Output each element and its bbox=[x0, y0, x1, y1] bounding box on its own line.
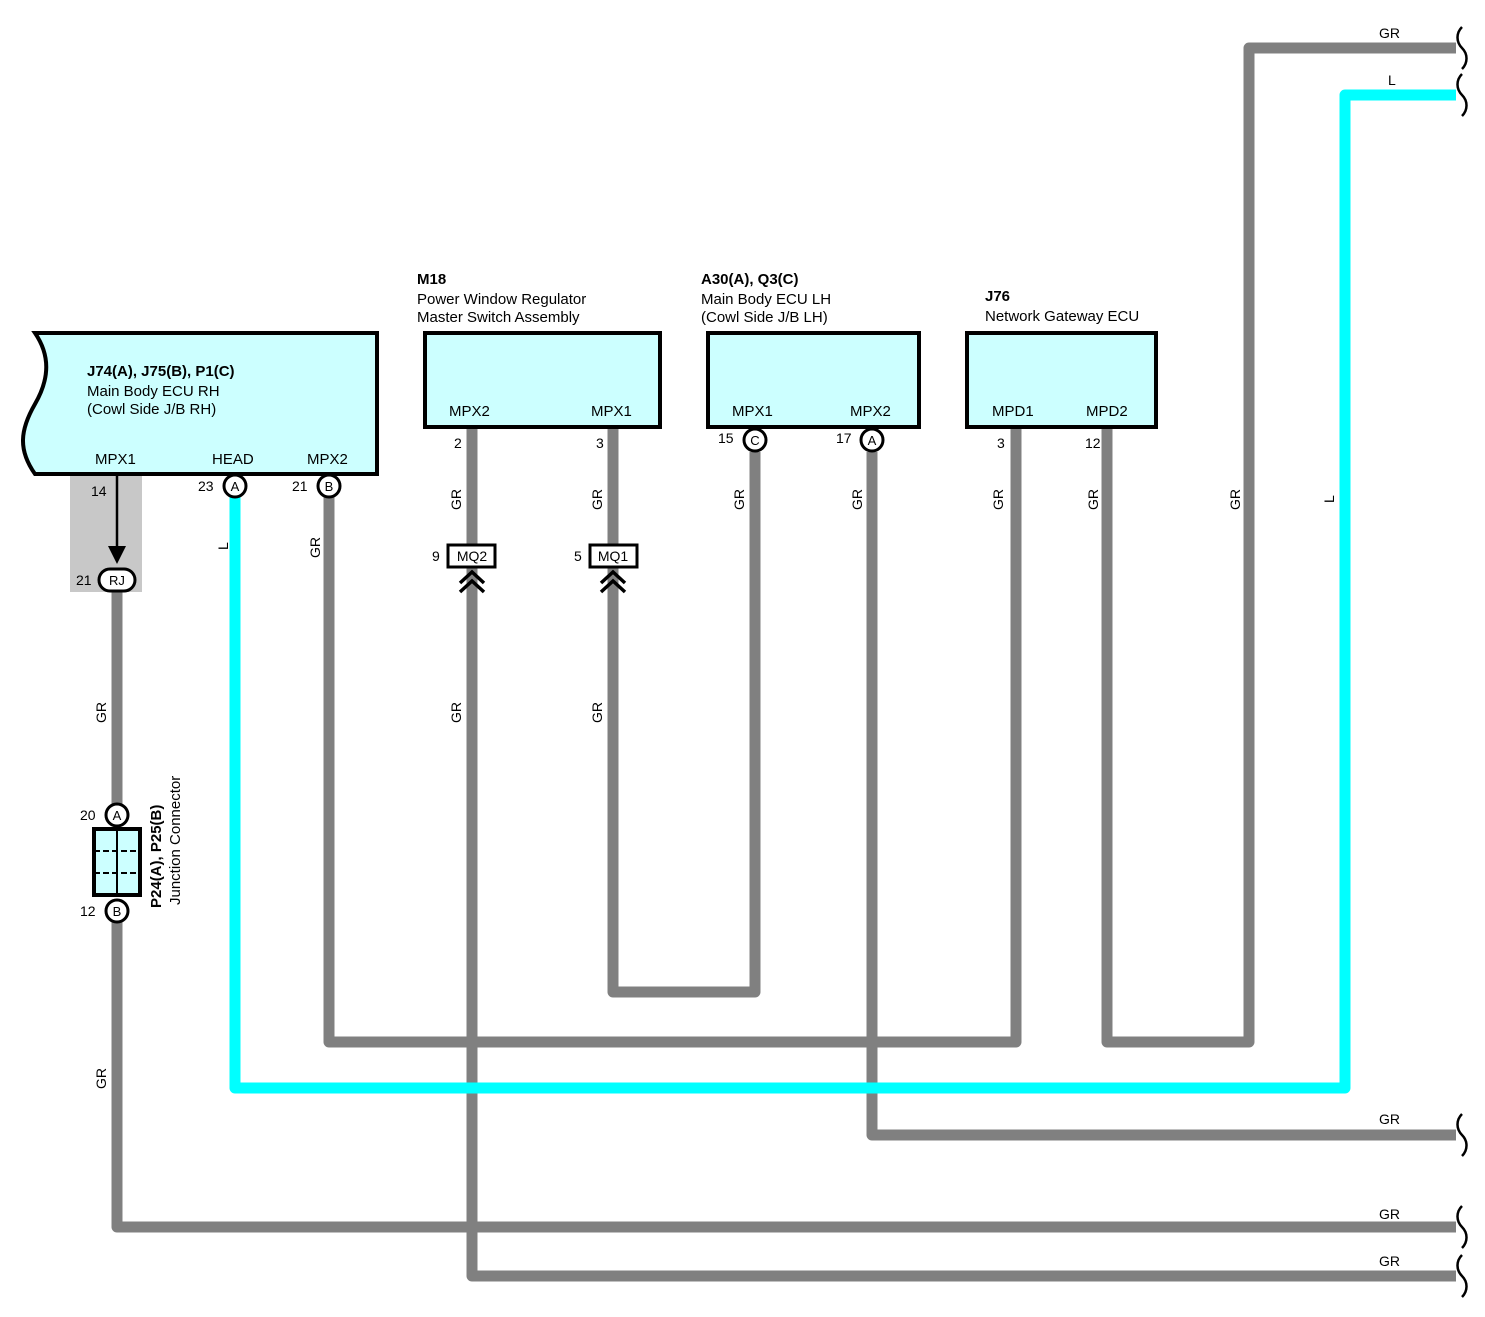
wire-label: L bbox=[215, 542, 231, 550]
connector-lh-mpx2[interactable] bbox=[859, 427, 885, 453]
break-icon bbox=[1456, 1113, 1468, 1157]
wire-j76-mpd2-to-top-gr[interactable] bbox=[1101, 42, 1456, 1048]
pin-label-lh-mpx2: MPX2 bbox=[850, 403, 891, 420]
component-subname-ecu-rh: (Cowl Side J/B RH) bbox=[87, 401, 216, 418]
component-name-j76: Network Gateway ECU bbox=[985, 308, 1139, 325]
connector-letter-lh-mpx2: A bbox=[868, 433, 877, 448]
component-id-ecu-rh: J74(A), J75(B), P1(C) bbox=[87, 363, 235, 380]
wire-break-marks bbox=[1456, 26, 1468, 1298]
component-name-m18: Power Window Regulator bbox=[417, 291, 586, 308]
right-edge-labels: GR L GR GR GR bbox=[1379, 25, 1400, 1269]
connector-rh-mpx2[interactable] bbox=[316, 473, 342, 499]
wire-label: GR bbox=[1379, 1253, 1400, 1269]
inline-connector-mq2[interactable] bbox=[446, 543, 497, 569]
connector-letter-rh-head: A bbox=[231, 479, 240, 494]
wire-rh-head-l[interactable] bbox=[229, 89, 1456, 1094]
pin-number-rh-head: 23 bbox=[198, 478, 214, 494]
break-icon bbox=[1456, 1254, 1468, 1298]
connector-letter-rh-mpx2: B bbox=[325, 479, 334, 494]
pin-number-m18-mpx1: 3 bbox=[596, 435, 604, 451]
connector-rj[interactable] bbox=[97, 567, 137, 593]
inline-connector-label-mq1: MQ1 bbox=[598, 548, 629, 564]
wire-label: GR bbox=[93, 1068, 109, 1089]
connector-letter-jc-b: B bbox=[113, 904, 122, 919]
wire-label: GR bbox=[990, 489, 1006, 510]
pin-number-rh-mpx1: 14 bbox=[91, 483, 107, 499]
wire-label: GR bbox=[1085, 489, 1101, 510]
component-id-ecu-lh: A30(A), Q3(C) bbox=[701, 271, 799, 288]
break-icon bbox=[1456, 26, 1468, 70]
pin-label-m18-mpx2: MPX2 bbox=[449, 403, 490, 420]
wire-m18-mpx1-to-lh-mpx1[interactable] bbox=[607, 428, 761, 998]
connector-letter-lh-mpx1: C bbox=[750, 433, 759, 448]
connector-jc-b[interactable] bbox=[104, 898, 130, 924]
wire-label: L bbox=[1388, 72, 1396, 88]
wire-label: GR bbox=[589, 702, 605, 723]
wires bbox=[108, 42, 1456, 1282]
wire-rh-mpx2-to-j76-mpd1[interactable] bbox=[323, 428, 1022, 1048]
pin-label-rh-mpx2: MPX2 bbox=[307, 451, 348, 468]
component-id-j76: J76 bbox=[985, 288, 1010, 305]
wire-junction-to-bottom-gr[interactable] bbox=[111, 922, 1456, 1233]
connector-lh-mpx1[interactable] bbox=[742, 427, 768, 453]
component-box-ecu-lh[interactable] bbox=[706, 331, 921, 429]
pin-label-rh-head: HEAD bbox=[212, 451, 254, 468]
pin-number-j76-mpd1: 3 bbox=[997, 435, 1005, 451]
pin-number-j76-mpd2: 12 bbox=[1085, 435, 1101, 451]
component-box-j76[interactable] bbox=[965, 331, 1158, 429]
wire-label: GR bbox=[1227, 489, 1243, 510]
component-subname-m18: Master Switch Assembly bbox=[417, 309, 580, 326]
component-id-m18: M18 bbox=[417, 271, 446, 288]
junction-name: Junction Connector bbox=[167, 776, 184, 905]
pin-number-lh-mpx2: 17 bbox=[836, 430, 852, 446]
wire-label: GR bbox=[307, 537, 323, 558]
inline-connector-mq1[interactable] bbox=[588, 543, 639, 569]
component-name-ecu-lh: Main Body ECU LH bbox=[701, 291, 831, 308]
wire-label: GR bbox=[93, 702, 109, 723]
arrow-head-rj bbox=[108, 546, 126, 564]
pin-number-m18-mpx2: 2 bbox=[454, 435, 462, 451]
wire-label: GR bbox=[448, 702, 464, 723]
pin-number-jc-a: 20 bbox=[80, 807, 96, 823]
pin-number-mq2: 9 bbox=[432, 548, 440, 564]
pin-number-mq1: 5 bbox=[574, 548, 582, 564]
component-subname-ecu-lh: (Cowl Side J/B LH) bbox=[701, 309, 828, 326]
wire-m18-mpx2-to-bottom-gr[interactable] bbox=[466, 428, 1456, 1282]
wire-label: GR bbox=[1379, 1206, 1400, 1222]
wire-label: L bbox=[1321, 495, 1337, 503]
pin-number-rj: 21 bbox=[76, 572, 92, 588]
wire-label: GR bbox=[589, 489, 605, 510]
connector-jc-a[interactable] bbox=[104, 802, 130, 828]
component-name-ecu-rh: Main Body ECU RH bbox=[87, 383, 220, 400]
connector-letter-rj: RJ bbox=[109, 573, 125, 588]
wire-label: GR bbox=[448, 489, 464, 510]
inline-connector-label-mq2: MQ2 bbox=[457, 548, 488, 564]
pin-label-rh-mpx1: MPX1 bbox=[95, 451, 136, 468]
pin-label-j76-mpd1: MPD1 bbox=[992, 403, 1034, 420]
junction-id: P24(A), P25(B) bbox=[148, 805, 165, 908]
pin-number-jc-b: 12 bbox=[80, 903, 96, 919]
break-icon bbox=[1456, 73, 1468, 117]
chevron-icon-mq1 bbox=[599, 569, 627, 594]
pin-number-rh-mpx2: 21 bbox=[292, 478, 308, 494]
component-box-ecu-rh[interactable] bbox=[21, 331, 379, 476]
component-box-m18[interactable] bbox=[423, 331, 662, 429]
chevron-icon-mq2 bbox=[458, 569, 486, 594]
break-icon bbox=[1456, 1205, 1468, 1249]
pin-label-m18-mpx1: MPX1 bbox=[591, 403, 632, 420]
wire-lh-mpx2-to-right-gr[interactable] bbox=[866, 452, 1456, 1141]
pin-label-lh-mpx1: MPX1 bbox=[732, 403, 773, 420]
wire-label: GR bbox=[1379, 1111, 1400, 1127]
pin-label-j76-mpd2: MPD2 bbox=[1086, 403, 1128, 420]
wire-label: GR bbox=[731, 489, 747, 510]
wire-label: GR bbox=[1379, 25, 1400, 41]
pin-number-lh-mpx1: 15 bbox=[718, 430, 734, 446]
wire-label: GR bbox=[849, 489, 865, 510]
wire-color-labels: L GR GR GR GR GR GR GR GR L GR GR GR GR bbox=[93, 489, 1337, 1089]
connector-letter-jc-a: A bbox=[113, 808, 122, 823]
connector-rh-head[interactable] bbox=[222, 473, 248, 499]
